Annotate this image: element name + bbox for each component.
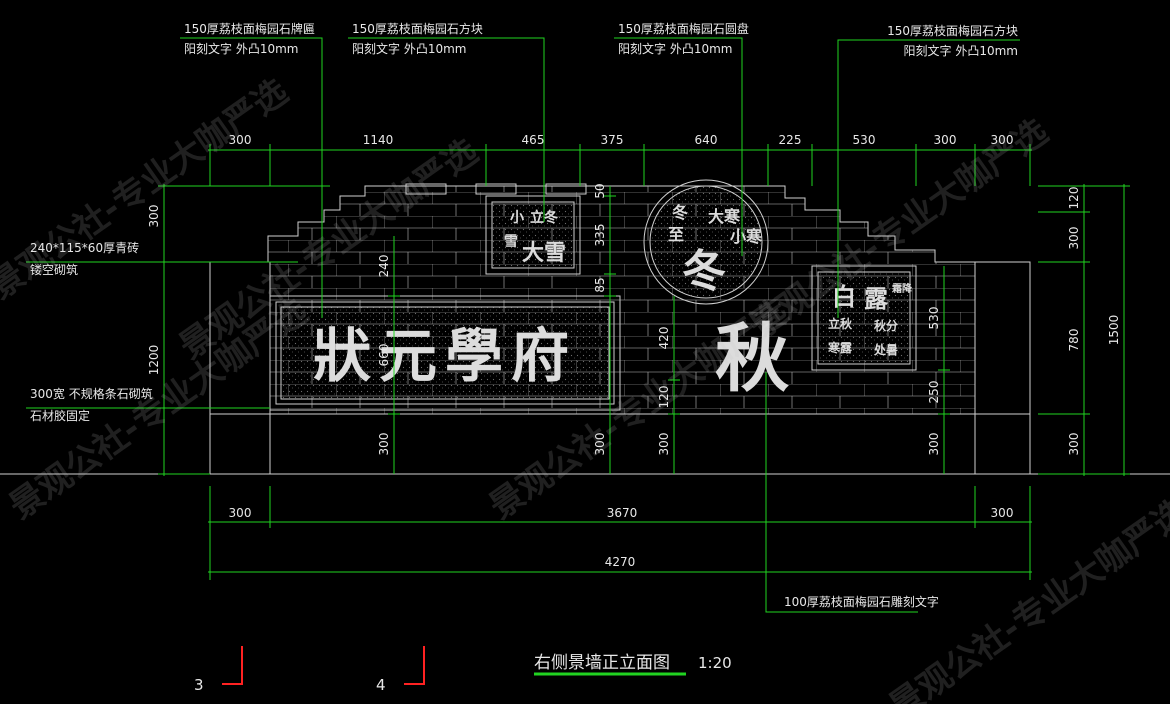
callout-plaque-2: 阳刻文字 外凸10mm: [184, 41, 298, 56]
cap-block: [475, 183, 517, 195]
dim-int-300b: 300: [593, 433, 607, 456]
callout-sqright-2: 阳刻文字 外凸10mm: [904, 43, 1018, 58]
sheet-mark-4: [404, 646, 425, 685]
dim-bottom-total: 4270: [605, 555, 636, 569]
autumn-character: 秋: [715, 316, 789, 402]
dim-int-420: 420: [657, 327, 671, 350]
sq-right-s2: 寒露: [827, 340, 853, 355]
disc-big: 冬: [682, 246, 726, 297]
dim-int-300d: 300: [927, 433, 941, 456]
side-stone-right: [974, 261, 1031, 475]
dim-top-2: 1140: [363, 133, 394, 147]
sq-left-c1: 小: [510, 210, 524, 226]
dim-top-1: 300: [229, 133, 252, 147]
dim-int-335: 335: [593, 224, 607, 247]
dim-top-3: 465: [522, 133, 545, 147]
callout-disc-1: 150厚荔枝面梅园石圆盘: [618, 21, 749, 36]
dimension-lines: [26, 37, 1130, 676]
dim-right-3: 780: [1067, 329, 1081, 352]
sq-right-s5: 处暑: [873, 342, 898, 357]
sheet-number-3: 3: [194, 676, 204, 694]
disc-block: 冬 大寒 至 小寒 冬: [643, 179, 769, 305]
dimension-text: 300 1140 465 375 640 225 530 300 300 300…: [147, 133, 1121, 569]
callout-sqleft-1: 150厚荔枝面梅园石方块: [352, 21, 483, 36]
sq-right-s4: 秋分: [874, 318, 898, 333]
disc-small-4: 小寒: [730, 227, 763, 246]
callout-brick-2: 镂空砌筑: [30, 262, 78, 277]
dim-right-1: 120: [1067, 187, 1081, 210]
sq-right-s3: 霜降: [891, 282, 913, 295]
dim-top-9: 300: [991, 133, 1014, 147]
disc-small-2: 大寒: [708, 207, 741, 226]
dim-top-5: 640: [695, 133, 718, 147]
cap-block: [405, 183, 447, 195]
cap-block: [545, 183, 587, 195]
dim-top-7: 530: [853, 133, 876, 147]
sheet-number-4: 4: [376, 676, 386, 694]
drawing-scale: 1:20: [698, 654, 732, 672]
sq-right-big2: 露: [864, 284, 889, 313]
dim-top-6: 225: [779, 133, 802, 147]
drawing-title: 右侧景墙正立面图: [534, 653, 670, 673]
dim-int-250: 250: [927, 381, 941, 404]
dim-int-120: 120: [657, 386, 671, 409]
callouts: 150厚荔枝面梅园石牌匾 阳刻文字 外凸10mm 150厚荔枝面梅园石方块 阳刻…: [30, 21, 1018, 609]
square-block-left: 小 立冬 雪 大雪: [485, 195, 581, 275]
dim-left-1: 300: [147, 205, 161, 228]
callout-carve: 100厚荔枝面梅园石雕刻文字: [784, 594, 939, 609]
dim-left-2: 1200: [147, 345, 161, 376]
base-stone: [209, 413, 1031, 475]
disc-small-1: 冬: [672, 203, 688, 222]
dim-bottom-1: 300: [229, 506, 252, 520]
title-block: 右侧景墙正立面图 1:20 3 4: [194, 646, 732, 694]
callout-stone-2: 石材胶固定: [30, 408, 90, 423]
dim-int-300c: 300: [657, 433, 671, 456]
dim-top-8: 300: [934, 133, 957, 147]
sq-right-big1: 白: [832, 282, 856, 311]
callout-plaque-1: 150厚荔枝面梅园石牌匾: [184, 21, 315, 36]
plaque: 狀元學府: [269, 295, 621, 411]
callout-disc-2: 阳刻文字 外凸10mm: [618, 41, 732, 56]
sq-left-c4: 大雪: [522, 240, 566, 266]
square-block-right: 白 露 立秋 寒露 霜降 秋分 处暑: [811, 265, 917, 371]
dim-right-total: 1500: [1107, 315, 1121, 346]
callout-brick-1: 240*115*60厚青砖: [30, 240, 139, 255]
callout-sqright-1: 150厚荔枝面梅园石方块: [887, 23, 1018, 38]
dim-int-530: 530: [927, 307, 941, 330]
dim-int-240: 240: [377, 255, 391, 278]
watermark: 景观公社-专业大咖严选: [0, 71, 295, 307]
disc-small-3: 至: [668, 225, 684, 244]
dim-right-4: 300: [1067, 433, 1081, 456]
dim-int-300a: 300: [377, 433, 391, 456]
sq-left-c3: 雪: [504, 233, 518, 250]
dim-bottom-3: 300: [991, 506, 1014, 520]
dim-int-85: 85: [593, 277, 607, 292]
plaque-text: 狀元學府: [313, 322, 577, 390]
dim-int-50: 50: [593, 183, 607, 198]
callout-stone-1: 300宽 不规格条石砌筑: [30, 386, 153, 401]
dim-bottom-2: 3670: [607, 506, 638, 520]
sq-right-s1: 立秋: [828, 316, 853, 331]
dim-right-2: 300: [1067, 227, 1081, 250]
callout-sqleft-2: 阳刻文字 外凸10mm: [352, 41, 466, 56]
dim-top-4: 375: [601, 133, 624, 147]
sheet-mark-3: [222, 646, 243, 685]
dim-int-660: 660: [377, 344, 391, 367]
